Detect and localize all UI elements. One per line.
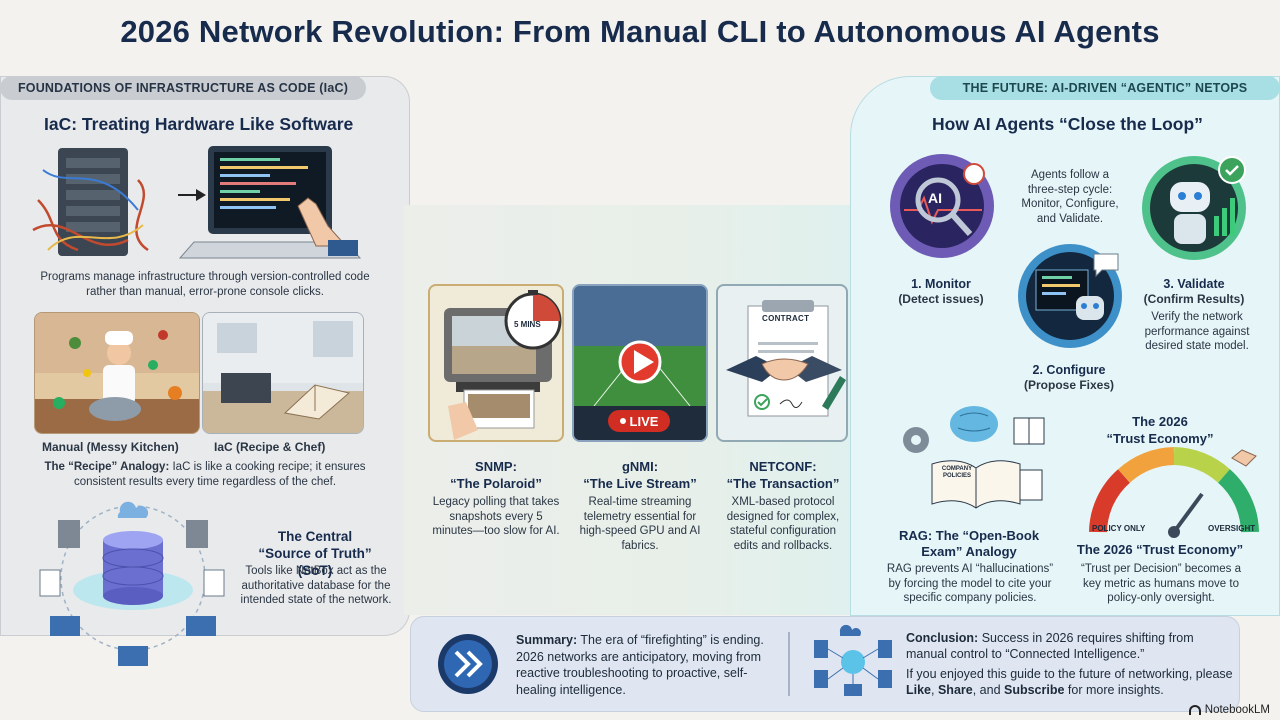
configure-icon [1018, 244, 1122, 348]
netconf-title-line1: NETCONF: [749, 459, 817, 474]
summary-text: Summary: The era of “firefighting” is en… [516, 633, 764, 697]
sot-description: Tools like NetBox act as the authoritati… [240, 565, 392, 607]
live-dot-icon [619, 418, 626, 424]
validate-step-label: 3. Validate [1163, 277, 1225, 291]
rag-open-book-illustration [903, 406, 1045, 509]
agentic-section-pill: THE FUTURE: AI-DRIVEN “AGENTIC” NETOPS [930, 76, 1280, 100]
configure-step-label: 2. Configure [1032, 363, 1106, 377]
iac-heading: IaC: Treating Hardware Like Software [44, 114, 354, 134]
validate-step-sub: (Confirm Results) [1143, 292, 1245, 306]
agentic-heading: How AI Agents “Close the Loop” [932, 114, 1203, 134]
netconf-description: XML-based protocol designed for complex,… [726, 496, 840, 553]
snmp-title-line1: SNMP: [475, 459, 517, 474]
rag-description: RAG prevents AI “hallucinations” by forc… [886, 563, 1054, 605]
gnmi-live-stream-image: LIVE [572, 284, 708, 442]
snmp-title-line2: “The Polaroid” [450, 476, 542, 491]
snmp-description: Legacy polling that takes snapshots ever… [432, 496, 560, 538]
subscribe-link: Subscribe [1004, 683, 1065, 698]
source-of-truth-illustration [39, 501, 225, 666]
rag-title-line2: Exam” Analogy [921, 544, 1017, 559]
server-to-code-illustration [32, 146, 362, 259]
notebooklm-watermark: NotebookLM [1188, 704, 1270, 716]
notebooklm-logo-icon [1188, 705, 1201, 715]
monitor-icon [890, 154, 994, 258]
timer-label: 5 MINS [514, 320, 541, 329]
iac-description: Programs manage infrastructure through v… [40, 271, 370, 298]
gnmi-title-line2: “The Live Stream” [583, 476, 697, 491]
gnmi-title-line1: gNMI: [621, 459, 659, 474]
gauge-left-label: POLICY ONLY [1092, 524, 1146, 533]
netconf-title-line2: “The Transaction” [726, 476, 840, 491]
manual-kitchen-label: Manual (Messy Kitchen) [42, 440, 179, 454]
summary-divider [788, 632, 790, 696]
conclusion-text: Conclusion: Success in 2026 requires shi… [906, 631, 1194, 662]
validate-robot-icon [1142, 156, 1246, 260]
gnmi-description: Real-time streaming telemetry essential … [579, 496, 701, 553]
page-title: 2026 Network Revolution: From Manual CLI… [120, 14, 1160, 49]
netconf-transaction-image: CONTRACT [716, 284, 848, 442]
fast-forward-icon [438, 634, 498, 694]
like-link: Like [906, 683, 932, 698]
trust-economy-top-line2: “Trust Economy” [1106, 431, 1214, 446]
rag-title-line1: RAG: The “Open-Book [898, 528, 1040, 543]
connected-intelligence-icon [814, 624, 892, 696]
recipe-kitchen-image [202, 312, 364, 434]
ai-badge: AI [928, 190, 942, 206]
recipe-analogy: The “Recipe” Analogy: IaC is like a cook… [44, 461, 366, 488]
sot-title-line2: “Source of Truth” (SoT) [258, 546, 372, 579]
gauge-right-label: OVERSIGHT [1208, 524, 1256, 533]
trust-economy-title: The 2026 “Trust Economy” [1076, 542, 1244, 557]
monitor-step-label: 1. Monitor [911, 277, 971, 291]
trust-economy-description: “Trust per Decision” becomes a key metri… [1081, 563, 1241, 605]
company-policies-label: COMPANY POLICIES [941, 466, 973, 479]
snmp-polaroid-image: 5 MINS [428, 284, 564, 442]
monitor-step-sub: (Detect issues) [898, 292, 984, 306]
iac-recipe-label: IaC (Recipe & Chef) [214, 440, 326, 454]
share-link: Share [937, 683, 973, 698]
trust-economy-top-line1: The 2026 [1132, 414, 1188, 429]
iac-section-pill: FOUNDATIONS OF INFRASTRUCTURE AS CODE (I… [0, 76, 366, 100]
call-to-action-text: If you enjoyed this guide to the future … [906, 667, 1233, 698]
configure-step-sub: (Propose Fixes) [1023, 378, 1115, 392]
sot-title-line1: The Central [277, 529, 353, 544]
summary-bar [410, 616, 1240, 712]
cycle-description: Agents follow a three-step cycle: Monito… [1021, 169, 1119, 226]
trust-gauge-illustration [1089, 447, 1259, 538]
timer-icon [504, 290, 562, 350]
live-badge: LIVE [608, 410, 670, 432]
validate-description: Verify the network performance against d… [1144, 311, 1250, 353]
messy-kitchen-image [34, 312, 200, 434]
contract-label: CONTRACT [762, 314, 810, 323]
